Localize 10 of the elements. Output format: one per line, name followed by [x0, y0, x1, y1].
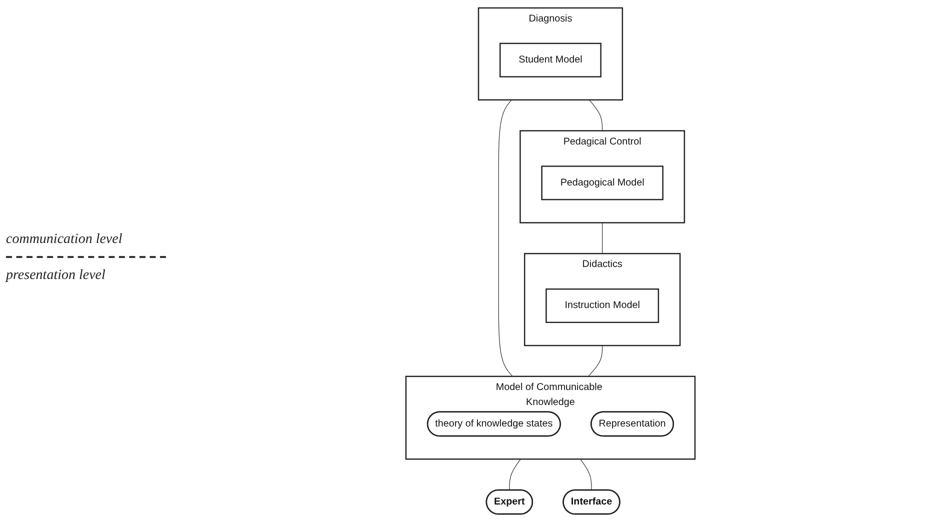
level-label: communication level	[6, 232, 122, 248]
level-label: presentation level	[6, 268, 106, 284]
node-box: Instruction Model	[545, 288, 659, 324]
node-box: Student Model	[499, 42, 601, 78]
connector	[580, 458, 592, 490]
node-box: Pedagogical Model	[540, 166, 663, 200]
connector	[588, 100, 602, 132]
connector	[587, 345, 602, 377]
connector	[508, 458, 520, 490]
connector	[498, 100, 513, 377]
